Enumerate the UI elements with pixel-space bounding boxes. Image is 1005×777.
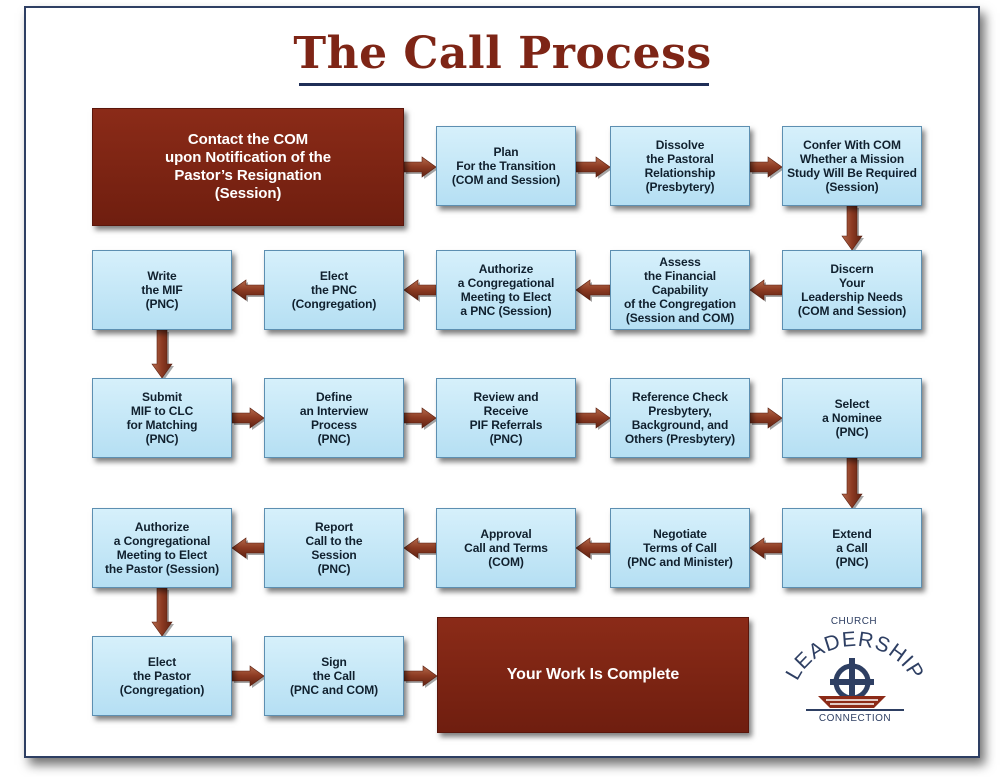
step-define: Define an Interview Process (PNC) bbox=[264, 378, 404, 458]
step-report: Report Call to the Session (PNC) bbox=[264, 508, 404, 588]
step-approval: Approval Call and Terms (COM) bbox=[436, 508, 576, 588]
step-authorize-pnc: Authorize a Congregational Meeting to El… bbox=[436, 250, 576, 330]
step-authorize-pastor: Authorize a Congregational Meeting to El… bbox=[92, 508, 232, 588]
step-review: Review and Receive PIF Referrals (PNC) bbox=[436, 378, 576, 458]
step-extend: Extend a Call (PNC) bbox=[782, 508, 922, 588]
title-underline bbox=[299, 83, 709, 86]
logo-text-church: CHURCH bbox=[830, 616, 878, 627]
step-reference: Reference Check Presbytery, Background, … bbox=[610, 378, 750, 458]
logo-text-connection: CONNECTION bbox=[818, 713, 892, 724]
step-sign: Sign the Call (PNC and COM) bbox=[264, 636, 404, 716]
step-plan: Plan For the Transition (COM and Session… bbox=[436, 126, 576, 206]
church-leadership-connection-logo: CHURCH LEADERSHIP CONNECTION bbox=[780, 612, 930, 732]
page-title: The Call Process bbox=[293, 28, 712, 79]
step-elect-pastor: Elect the Pastor (Congregation) bbox=[92, 636, 232, 716]
step-contact-com: Contact the COM upon Notification of the… bbox=[92, 108, 404, 226]
step-submit-mif: Submit MIF to CLC for Matching (PNC) bbox=[92, 378, 232, 458]
step-complete: Your Work Is Complete bbox=[437, 617, 749, 733]
step-dissolve: Dissolve the Pastoral Relationship (Pres… bbox=[610, 126, 750, 206]
step-select: Select a Nominee (PNC) bbox=[782, 378, 922, 458]
step-confer: Confer With COM Whether a Mission Study … bbox=[782, 126, 922, 206]
step-negotiate: Negotiate Terms of Call (PNC and Ministe… bbox=[610, 508, 750, 588]
step-assess: Assess the Financial Capability of the C… bbox=[610, 250, 750, 330]
step-discern: Discern Your Leadership Needs (COM and S… bbox=[782, 250, 922, 330]
step-elect-pnc: Elect the PNC (Congregation) bbox=[264, 250, 404, 330]
step-write-mif: Write the MIF (PNC) bbox=[92, 250, 232, 330]
logo-emblem: LEADERSHIP bbox=[781, 628, 928, 711]
